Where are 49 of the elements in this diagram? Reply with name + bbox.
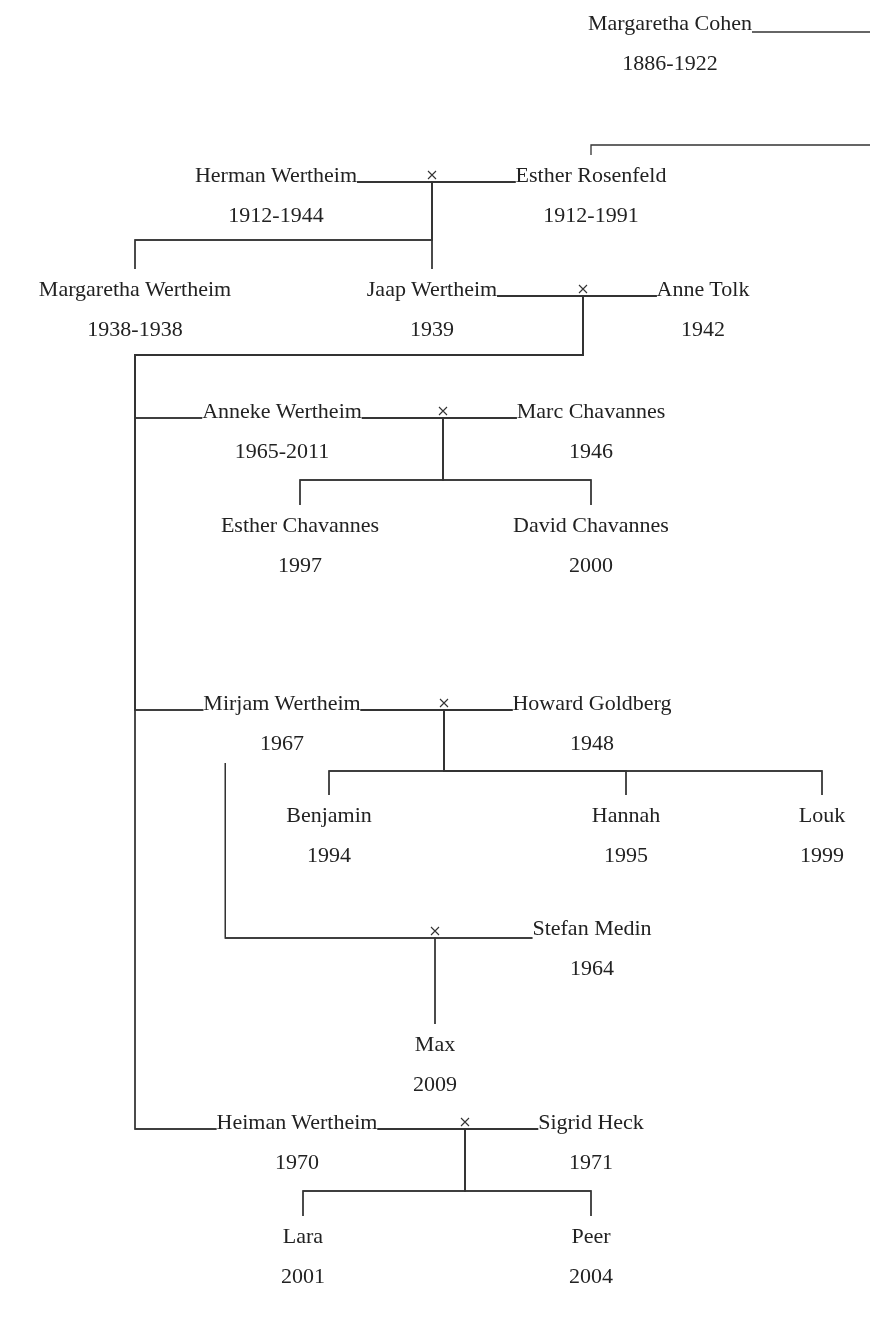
life-dates: 1999 <box>800 841 844 869</box>
person-name: Max <box>414 1030 456 1058</box>
life-dates: 1939 <box>410 315 454 343</box>
life-dates: 1912-1944 <box>228 201 324 229</box>
life-dates: 1994 <box>307 841 351 869</box>
person-name: Heiman Wertheim <box>216 1108 378 1136</box>
person-name: Margaretha Cohen <box>588 9 752 37</box>
life-dates: 1997 <box>278 551 322 579</box>
person-name: Lara <box>282 1222 324 1250</box>
family-line <box>751 31 870 33</box>
life-dates: 2001 <box>281 1262 325 1290</box>
family-line <box>443 709 823 796</box>
person-name: David Chavannes <box>513 511 669 539</box>
person-name: Anneke Wertheim <box>202 397 362 425</box>
life-dates: 1995 <box>604 841 648 869</box>
person-name: Sigrid Heck <box>538 1108 644 1136</box>
life-dates: 1948 <box>570 729 614 757</box>
person-name: Mirjam Wertheim <box>203 689 361 717</box>
family-line <box>434 937 534 1025</box>
person-name: Benjamin <box>286 801 372 829</box>
family-line <box>431 181 517 270</box>
life-dates: 2004 <box>569 1262 613 1290</box>
person-name: Esther Rosenfeld <box>515 161 667 189</box>
person-name: Louk <box>798 801 846 829</box>
life-dates: 1970 <box>275 1148 319 1176</box>
life-dates: 1886-1922 <box>622 49 718 77</box>
family-line <box>442 417 592 506</box>
person-name: Margaretha Wertheim <box>38 275 232 303</box>
family-line <box>464 1128 592 1217</box>
life-dates: 1938-1938 <box>87 315 183 343</box>
life-dates: 1965-2011 <box>234 437 330 465</box>
life-dates: 1964 <box>570 954 614 982</box>
family-line <box>590 144 870 156</box>
life-dates: 2000 <box>569 551 613 579</box>
person-name: Jaap Wertheim <box>366 275 498 303</box>
person-name: Esther Chavannes <box>220 511 380 539</box>
life-dates: 2009 <box>413 1070 457 1098</box>
person-name: Herman Wertheim <box>194 161 358 189</box>
life-dates: 1971 <box>569 1148 613 1176</box>
person-name: Anne Tolk <box>656 275 750 303</box>
person-name: Marc Chavannes <box>516 397 666 425</box>
person-name: Howard Goldberg <box>512 689 672 717</box>
life-dates: 1946 <box>569 437 613 465</box>
life-dates: 1912-1991 <box>543 201 639 229</box>
person-name: Stefan Medin <box>532 914 652 942</box>
person-name: Peer <box>571 1222 611 1250</box>
life-dates: 1967 <box>260 729 304 757</box>
person-name: Hannah <box>591 801 661 829</box>
life-dates: 1942 <box>681 315 725 343</box>
